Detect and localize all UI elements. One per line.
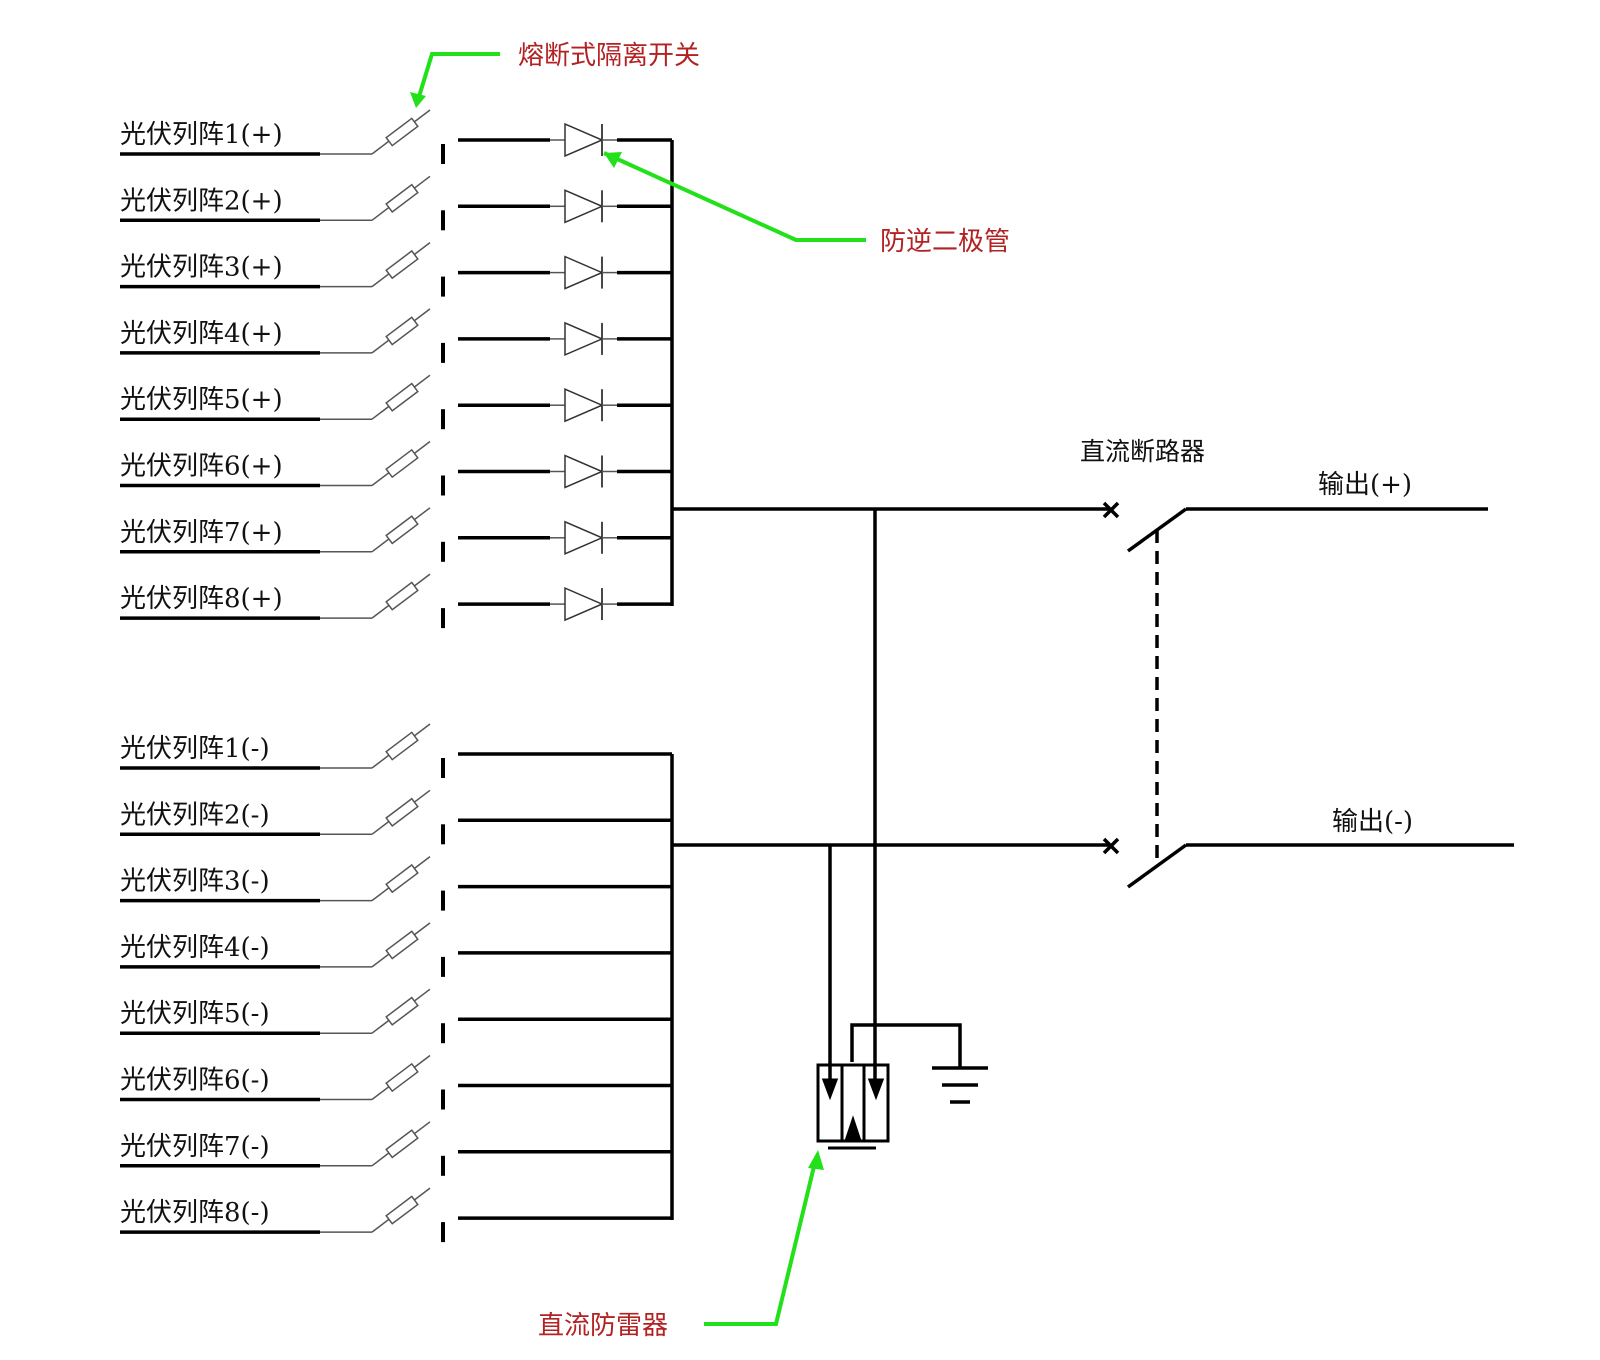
input-label: 光伏列阵1(+) xyxy=(120,120,283,150)
fuse-switch-icon xyxy=(385,316,419,346)
fuse-switch-icon xyxy=(385,1062,419,1093)
positive-input-rows: 光伏列阵1(+) 光伏列阵2(+) 光伏列阵3(+) 光伏列阵4(+) 光伏列阵5(+)… xyxy=(120,109,672,629)
output-positive-label: 输出(+) xyxy=(1318,470,1412,500)
fuse-switch-icon xyxy=(385,863,419,894)
diode-icon xyxy=(564,321,604,357)
bus-wiring xyxy=(670,140,1110,1220)
positive-row: 光伏列阵7(+) xyxy=(120,507,672,562)
positive-row: 光伏列阵6(+) xyxy=(120,440,672,496)
negative-row: 光伏列阵7(-) xyxy=(120,1121,672,1176)
fuse-switch-icon xyxy=(385,117,419,147)
fuse-switch-icon xyxy=(385,1129,419,1159)
negative-input-rows: 光伏列阵1(-) 光伏列阵2(-) 光伏列阵3(-) 光伏列阵4(-) 光伏列阵5(-)… xyxy=(120,723,672,1243)
leader-arrowheads xyxy=(410,92,824,1170)
positive-row: 光伏列阵2(+) xyxy=(120,175,672,231)
fuse-switch-callout: 熔断式隔离开关 xyxy=(518,41,700,71)
input-label: 光伏列阵3(-) xyxy=(120,867,270,897)
fuse-switch-icon xyxy=(385,930,419,960)
positive-row: 光伏列阵8(+) xyxy=(120,573,672,629)
input-label: 光伏列阵2(-) xyxy=(120,800,270,830)
output-negative-label: 输出(-) xyxy=(1332,807,1413,837)
diode-icon xyxy=(564,255,604,290)
diode-icon xyxy=(564,388,604,423)
diode-icon xyxy=(564,454,604,489)
input-label: 光伏列阵7(-) xyxy=(120,1132,270,1162)
positive-row: 光伏列阵4(+) xyxy=(120,308,672,363)
positive-row: 光伏列阵1(+) xyxy=(120,109,672,164)
negative-row: 光伏列阵4(-) xyxy=(120,922,672,977)
positive-row: 光伏列阵5(+) xyxy=(120,374,672,430)
anti-reverse-diode-callout: 防逆二极管 xyxy=(880,227,1010,257)
fuse-switch-icon xyxy=(385,996,419,1026)
diode-icon xyxy=(564,122,604,158)
positive-row: 光伏列阵3(+) xyxy=(120,242,672,297)
fuse-switch-icon xyxy=(385,183,419,213)
input-label: 光伏列阵4(+) xyxy=(120,319,283,349)
input-label: 光伏列阵3(+) xyxy=(120,253,283,283)
diode-icon xyxy=(564,586,604,622)
negative-row: 光伏列阵6(-) xyxy=(120,1054,672,1110)
fuse-switch-icon xyxy=(385,731,419,761)
input-label: 光伏列阵6(+) xyxy=(120,452,283,482)
input-label: 光伏列阵8(+) xyxy=(120,584,283,614)
dc-breaker-label: 直流断路器 xyxy=(1080,437,1205,466)
diode-icon xyxy=(564,520,604,555)
surge-protector-symbol xyxy=(816,1063,890,1150)
input-label: 光伏列阵8(-) xyxy=(120,1198,270,1228)
input-label: 光伏列阵5(-) xyxy=(120,999,270,1029)
fuse-switch-icon xyxy=(385,448,419,479)
diode-icon xyxy=(564,189,604,224)
fuse-switch-icon xyxy=(385,382,419,412)
input-label: 光伏列阵4(-) xyxy=(120,933,270,963)
negative-row: 光伏列阵3(-) xyxy=(120,856,672,911)
negative-row: 光伏列阵8(-) xyxy=(120,1187,672,1243)
fuse-switch-icon xyxy=(385,581,419,611)
fuse-switch-icon xyxy=(385,797,419,827)
dc-breaker xyxy=(1102,501,1514,889)
fuse-switch-icon xyxy=(385,515,419,545)
input-label: 光伏列阵2(+) xyxy=(120,186,283,216)
negative-row: 光伏列阵5(-) xyxy=(120,988,672,1044)
negative-row: 光伏列阵2(-) xyxy=(120,789,672,845)
callout-leaders xyxy=(416,52,866,1326)
input-label: 光伏列阵5(+) xyxy=(120,385,283,415)
input-label: 光伏列阵7(+) xyxy=(120,518,283,548)
surge-protector-callout: 直流防雷器 xyxy=(538,1311,668,1341)
input-label: 光伏列阵1(-) xyxy=(120,734,270,764)
fuse-switch-icon xyxy=(385,249,419,280)
negative-row: 光伏列阵1(-) xyxy=(120,723,672,778)
input-label: 光伏列阵6(-) xyxy=(120,1066,270,1096)
fuse-switch-icon xyxy=(385,1195,419,1225)
ground-symbol xyxy=(932,1066,988,1104)
